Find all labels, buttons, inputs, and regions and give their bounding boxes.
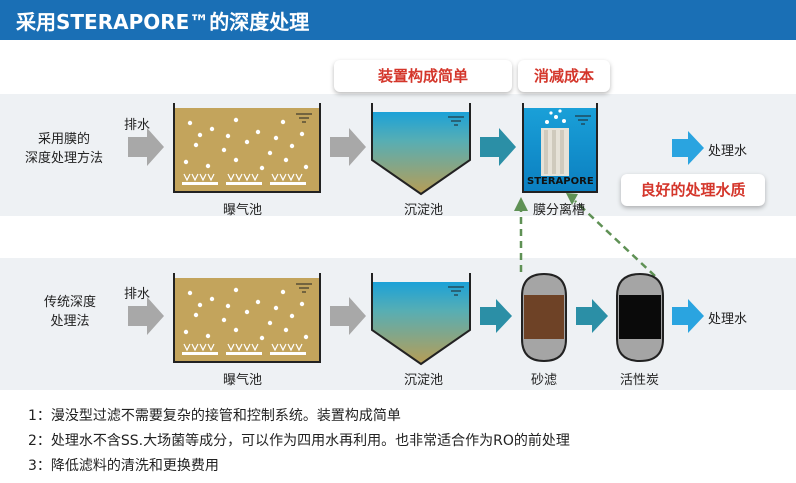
row2-arrow-4 [576, 299, 608, 333]
carbon-filter-vessel [616, 272, 664, 363]
membrane-module-text: STERAPORE [527, 176, 594, 187]
row1-outflow-label: 处理水 [708, 144, 748, 159]
row2-sedimentation-label: 沉淀池 [404, 373, 444, 388]
badge-simple-structure: 装置构成简单 [334, 60, 512, 92]
badge-cost-reduction: 消减成本 [518, 60, 610, 92]
row2-sedimentation-tank [371, 273, 471, 366]
row2-inflow-label: 排水 [124, 287, 151, 302]
row1-membrane-tank [522, 103, 598, 193]
row1-aeration-label: 曝气池 [223, 203, 263, 218]
row2-method-label: 传统深度 处理法 [43, 295, 96, 329]
row1-membrane-label: 膜分离槽 [533, 203, 586, 218]
row2-inflow-arrow [128, 297, 164, 335]
row2-aeration-tank [173, 273, 321, 363]
note-item: 3：降低滤料的清洗和更换费用 [28, 458, 219, 474]
membrane-module [541, 109, 569, 176]
row2-outflow-label: 处理水 [708, 312, 748, 327]
row1-outflow-arrow [672, 131, 704, 165]
row1-arrow-2 [330, 128, 366, 166]
row1-inflow-arrow [128, 128, 164, 166]
row2-outflow-arrow [672, 299, 704, 333]
note-item: 2：处理水不含SS.大场菌等成分，可以作为四用水再利用。也非常适合作为RO的前处… [28, 433, 570, 449]
title-bar: 采用STERAPORE™的深度处理 [0, 0, 796, 40]
upgrade-arrows [519, 200, 656, 277]
carbon-filter-label: 活性炭 [620, 373, 660, 388]
upgrade-arrowheads [514, 193, 578, 211]
row1-arrow-3 [480, 128, 516, 166]
row1-sedimentation-label: 沉淀池 [404, 203, 444, 218]
row2-arrow-3 [480, 299, 512, 333]
page-title: 采用STERAPORE™的深度处理 [16, 10, 310, 34]
row1-inflow-label: 排水 [124, 118, 151, 133]
badge-water-quality: 良好的处理水质 [621, 174, 765, 206]
row1-method-label: 采用膜的 深度处理方法 [24, 132, 103, 166]
row1-sedimentation-tank [371, 103, 471, 196]
row2-arrow-2 [330, 297, 366, 335]
notes-list: 1：漫没型过滤不需要复杂的接管和控制系统。装置构成简单 2：处理水不含SS.大场… [28, 404, 788, 479]
sand-filter-label: 砂滤 [531, 373, 558, 388]
note-item: 1：漫没型过滤不需要复杂的接管和控制系统。装置构成简单 [28, 408, 401, 424]
sand-filter-vessel [521, 272, 567, 363]
row1-aeration-tank [173, 103, 321, 193]
row2-aeration-label: 曝气池 [223, 373, 263, 388]
